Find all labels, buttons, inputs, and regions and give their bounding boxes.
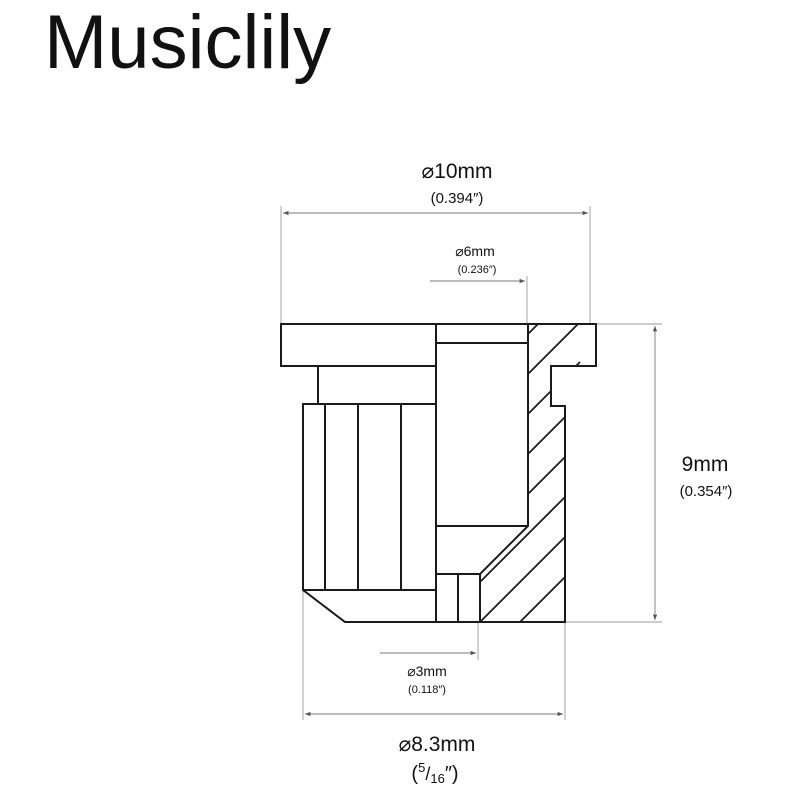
height-dimension: 9mm (0.354″) xyxy=(565,323,733,623)
height-metric: 9mm xyxy=(682,453,729,476)
section-outline xyxy=(479,323,597,623)
inner-diameter-imperial: (0.236″) xyxy=(458,264,497,276)
top-diameter-metric: ⌀10mm xyxy=(422,160,493,183)
hole-diameter-imperial: (0.118″) xyxy=(408,684,446,696)
top-diameter-imperial: (0.394″) xyxy=(431,190,484,207)
inner-diameter-dimension: ⌀6mm (0.236″) xyxy=(430,243,528,324)
flange-left xyxy=(280,323,436,404)
height-imperial: (0.354″) xyxy=(680,483,733,500)
hole-diameter-metric: ⌀3mm xyxy=(407,663,447,679)
bottom-diameter-dimension: ⌀8.3mm (5/16″) xyxy=(302,590,566,786)
bottom-diameter-imperial: (5/16″) xyxy=(411,760,458,786)
hole-diameter-dimension: ⌀3mm (0.118″) xyxy=(380,622,479,696)
section-hatching xyxy=(480,324,596,622)
bottom-diameter-metric: ⌀8.3mm xyxy=(399,733,476,756)
ferrule-part xyxy=(280,323,597,623)
brand-title: Musiclily xyxy=(44,0,331,85)
inner-diameter-metric: ⌀6mm xyxy=(455,243,495,259)
top-diameter-dimension: ⌀10mm (0.394″) xyxy=(280,160,591,324)
